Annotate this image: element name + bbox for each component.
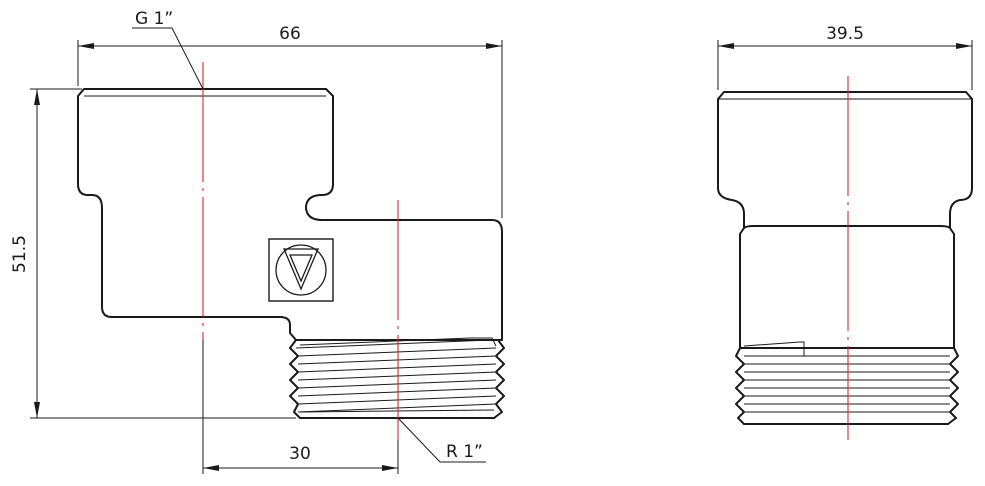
dimension-51-5: 51.5	[10, 88, 296, 419]
dimension-66-label: 66	[279, 24, 301, 44]
thread-left-profile	[289, 339, 301, 419]
valtec-triangle-logo	[268, 238, 334, 302]
thread-right-profile	[493, 339, 505, 419]
side-thread-left	[735, 347, 745, 425]
thread-g1-label: G 1”	[135, 9, 173, 29]
dimension-39-5-label: 39.5	[826, 24, 864, 44]
side-thread-lines	[743, 341, 950, 413]
dimension-66: 66	[77, 24, 503, 218]
side-body-outline	[717, 91, 973, 349]
front-view: 66 G 1” 51.5 30 R 1”	[10, 9, 505, 474]
dimension-30-label: 30	[289, 444, 311, 464]
front-body-outline	[77, 88, 503, 341]
thread-r1-callout: R 1”	[397, 417, 486, 463]
thread-g1-callout: G 1”	[132, 9, 204, 90]
dimension-30: 30	[202, 340, 399, 474]
thread-r1-label: R 1”	[446, 442, 483, 462]
dimension-51-5-label: 51.5	[10, 235, 30, 273]
side-view: 39.5	[717, 24, 973, 440]
side-collar-line	[743, 225, 951, 229]
side-thread-right	[947, 347, 959, 425]
thread-lines	[295, 337, 497, 413]
dimension-39-5: 39.5	[717, 24, 973, 90]
